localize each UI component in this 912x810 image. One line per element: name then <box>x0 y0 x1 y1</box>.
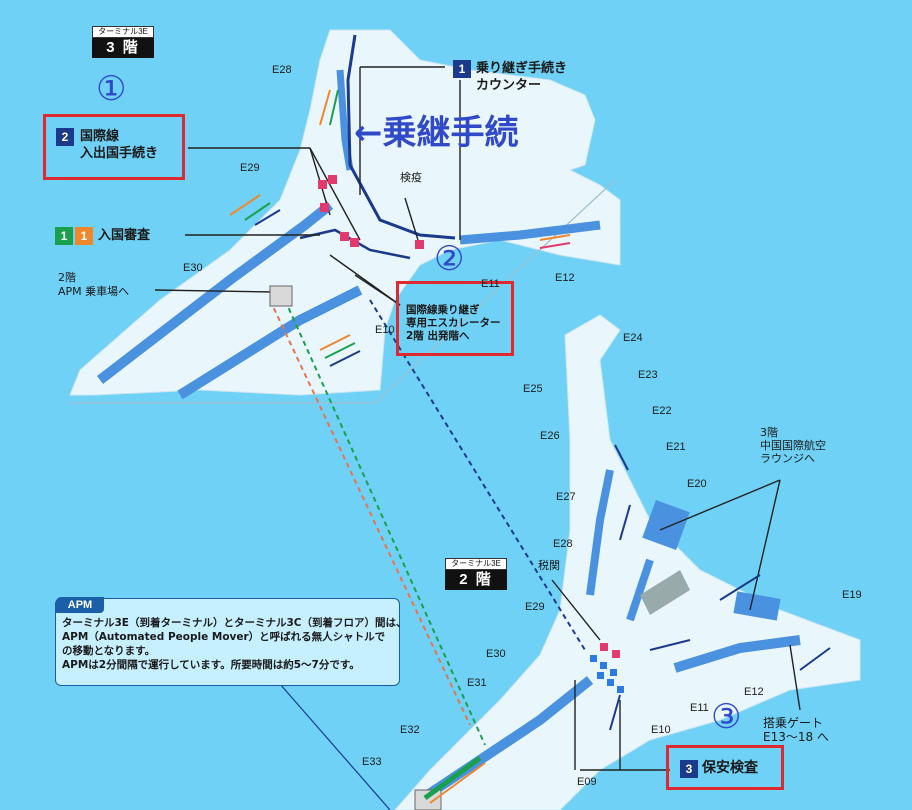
apm-info-panel <box>55 598 400 686</box>
gate-label: E24 <box>623 332 643 344</box>
marker-three: ③ <box>711 697 742 737</box>
gate-label: E19 <box>842 589 862 601</box>
apm-route-green <box>284 299 486 746</box>
apm-info-text: ターミナル3E（到着ターミナル）とターミナル3C（到着フロア）間は、 APM（A… <box>62 617 407 671</box>
apm-route-red <box>269 299 471 726</box>
walkway-2f-b <box>673 635 801 673</box>
gate-label: E32 <box>400 724 420 736</box>
arrows-3f <box>229 89 571 367</box>
walkway-3f-b <box>177 285 363 400</box>
leader-lines <box>154 66 801 771</box>
boarding-label: 搭乗ゲート E13～18 へ <box>763 716 829 744</box>
apm-station-floor: 2階 <box>58 271 76 284</box>
floor-tag-3f: ターミナル3E 3 階 <box>92 26 154 58</box>
transfer-counter-number: 1 <box>453 60 471 78</box>
boarding-line1: 搭乗ゲート <box>763 716 824 730</box>
lounge-floor: 3階 <box>760 426 778 439</box>
escalator-2f <box>423 755 482 801</box>
gate-label: E09 <box>577 776 597 788</box>
apm-station-label: 2階 APM 乗車場へ <box>58 271 129 299</box>
floor-tag-floor: 3 階 <box>92 38 154 58</box>
gate-label: E20 <box>687 478 707 490</box>
inset-border <box>70 179 616 404</box>
apm-station-text: APM 乗車場へ <box>58 285 130 298</box>
escalator-2f-b <box>429 762 486 804</box>
escalator-block-2f <box>640 570 690 615</box>
immigration-line2: 入出国手続き <box>80 146 159 161</box>
apm-station-3f <box>269 285 293 307</box>
lounge-block-1 <box>642 500 690 550</box>
floor-tag-terminal: ターミナル3E <box>445 558 507 570</box>
gate-label: E22 <box>652 405 672 417</box>
gate-label: E10 <box>651 724 671 736</box>
quarantine-label: 検疫 <box>400 171 422 184</box>
transfer-counter-line2: カウンター <box>476 78 542 93</box>
immigration-line1: 国際線 <box>80 129 120 144</box>
checkpoint-booths <box>318 175 620 658</box>
lounge-line2: ラウンジへ <box>760 452 815 465</box>
security-label: 保安検査 <box>702 760 758 776</box>
immigration-highlight <box>43 114 185 180</box>
transfer-big-note: ←乗継手続 <box>354 113 519 153</box>
walkway-2f-d <box>626 558 654 622</box>
lounge-label: 3階 中国国際航空 ラウンジへ <box>760 426 826 465</box>
gate-label: E21 <box>666 441 686 453</box>
security-number: 3 <box>680 760 698 778</box>
floor-tag-floor: 2 階 <box>445 570 507 590</box>
customs-label: 税関 <box>538 559 560 572</box>
escalator-line3: 2階 出発階へ <box>406 330 470 342</box>
apm-info-title: APM <box>56 597 104 613</box>
gate-label: E30 <box>486 648 506 660</box>
gate-label: E12 <box>555 272 575 284</box>
marker-two: ② <box>434 239 465 279</box>
gate-label: E30 <box>183 262 203 274</box>
gate-label: E29 <box>240 162 260 174</box>
gate-label: E25 <box>523 383 543 395</box>
corridor-3f <box>346 34 456 240</box>
apm-info-pointer <box>279 683 391 810</box>
escalator-highlight <box>396 281 514 356</box>
gate-label: E11 <box>690 702 709 714</box>
security-highlight <box>666 745 784 790</box>
gate-label: E33 <box>362 756 382 768</box>
arrival-check-number-orange: 1 <box>75 227 93 245</box>
gate-label: E27 <box>556 491 576 503</box>
lounge-line1: 中国国際航空 <box>760 439 826 452</box>
gate-label: E10 <box>375 324 395 336</box>
floor-2f <box>394 314 861 810</box>
walkway-2f-c <box>586 469 614 596</box>
escalator-line2: 専用エスカレーター <box>406 317 501 329</box>
boarding-line2: E13～18 へ <box>763 730 829 744</box>
arrival-check-label: 入国審査 <box>98 228 151 243</box>
gate-label: E12 <box>744 686 764 698</box>
gate-label: E11 <box>481 278 500 290</box>
immigration-label: 国際線 入出国手続き <box>80 128 158 162</box>
walkway-3f-d <box>336 69 354 171</box>
marker-one: ① <box>96 69 127 109</box>
lounge-block-2 <box>733 591 781 621</box>
security-lanes-2f <box>590 655 624 693</box>
walkway-3f-c <box>459 220 601 245</box>
transfer-counter-label: 乗り継ぎ手続き カウンター <box>476 60 567 94</box>
gate-label: E26 <box>540 430 560 442</box>
gate-label: E28 <box>553 538 573 550</box>
gate-label: E31 <box>467 677 487 689</box>
transfer-counter-line1: 乗り継ぎ手続き <box>476 61 568 76</box>
floor-tag-2f: ターミナル3E 2 階 <box>445 558 507 590</box>
arrows-2f <box>609 444 831 731</box>
escalator-label: 国際線乗り継ぎ 専用エスカレーター 2階 出発階へ <box>406 304 501 343</box>
walkway-3f-a <box>96 201 334 384</box>
apm-station-2f <box>414 789 442 810</box>
escalator-line1: 国際線乗り継ぎ <box>406 304 480 316</box>
gate-label: E23 <box>638 369 658 381</box>
gate-label: E29 <box>525 601 545 613</box>
gate-label: E28 <box>272 64 292 76</box>
floor-tag-terminal: ターミナル3E <box>92 26 154 38</box>
immigration-number: 2 <box>56 128 74 146</box>
transfer-route-blue <box>369 299 586 651</box>
arrival-check-number-green: 1 <box>55 227 73 245</box>
